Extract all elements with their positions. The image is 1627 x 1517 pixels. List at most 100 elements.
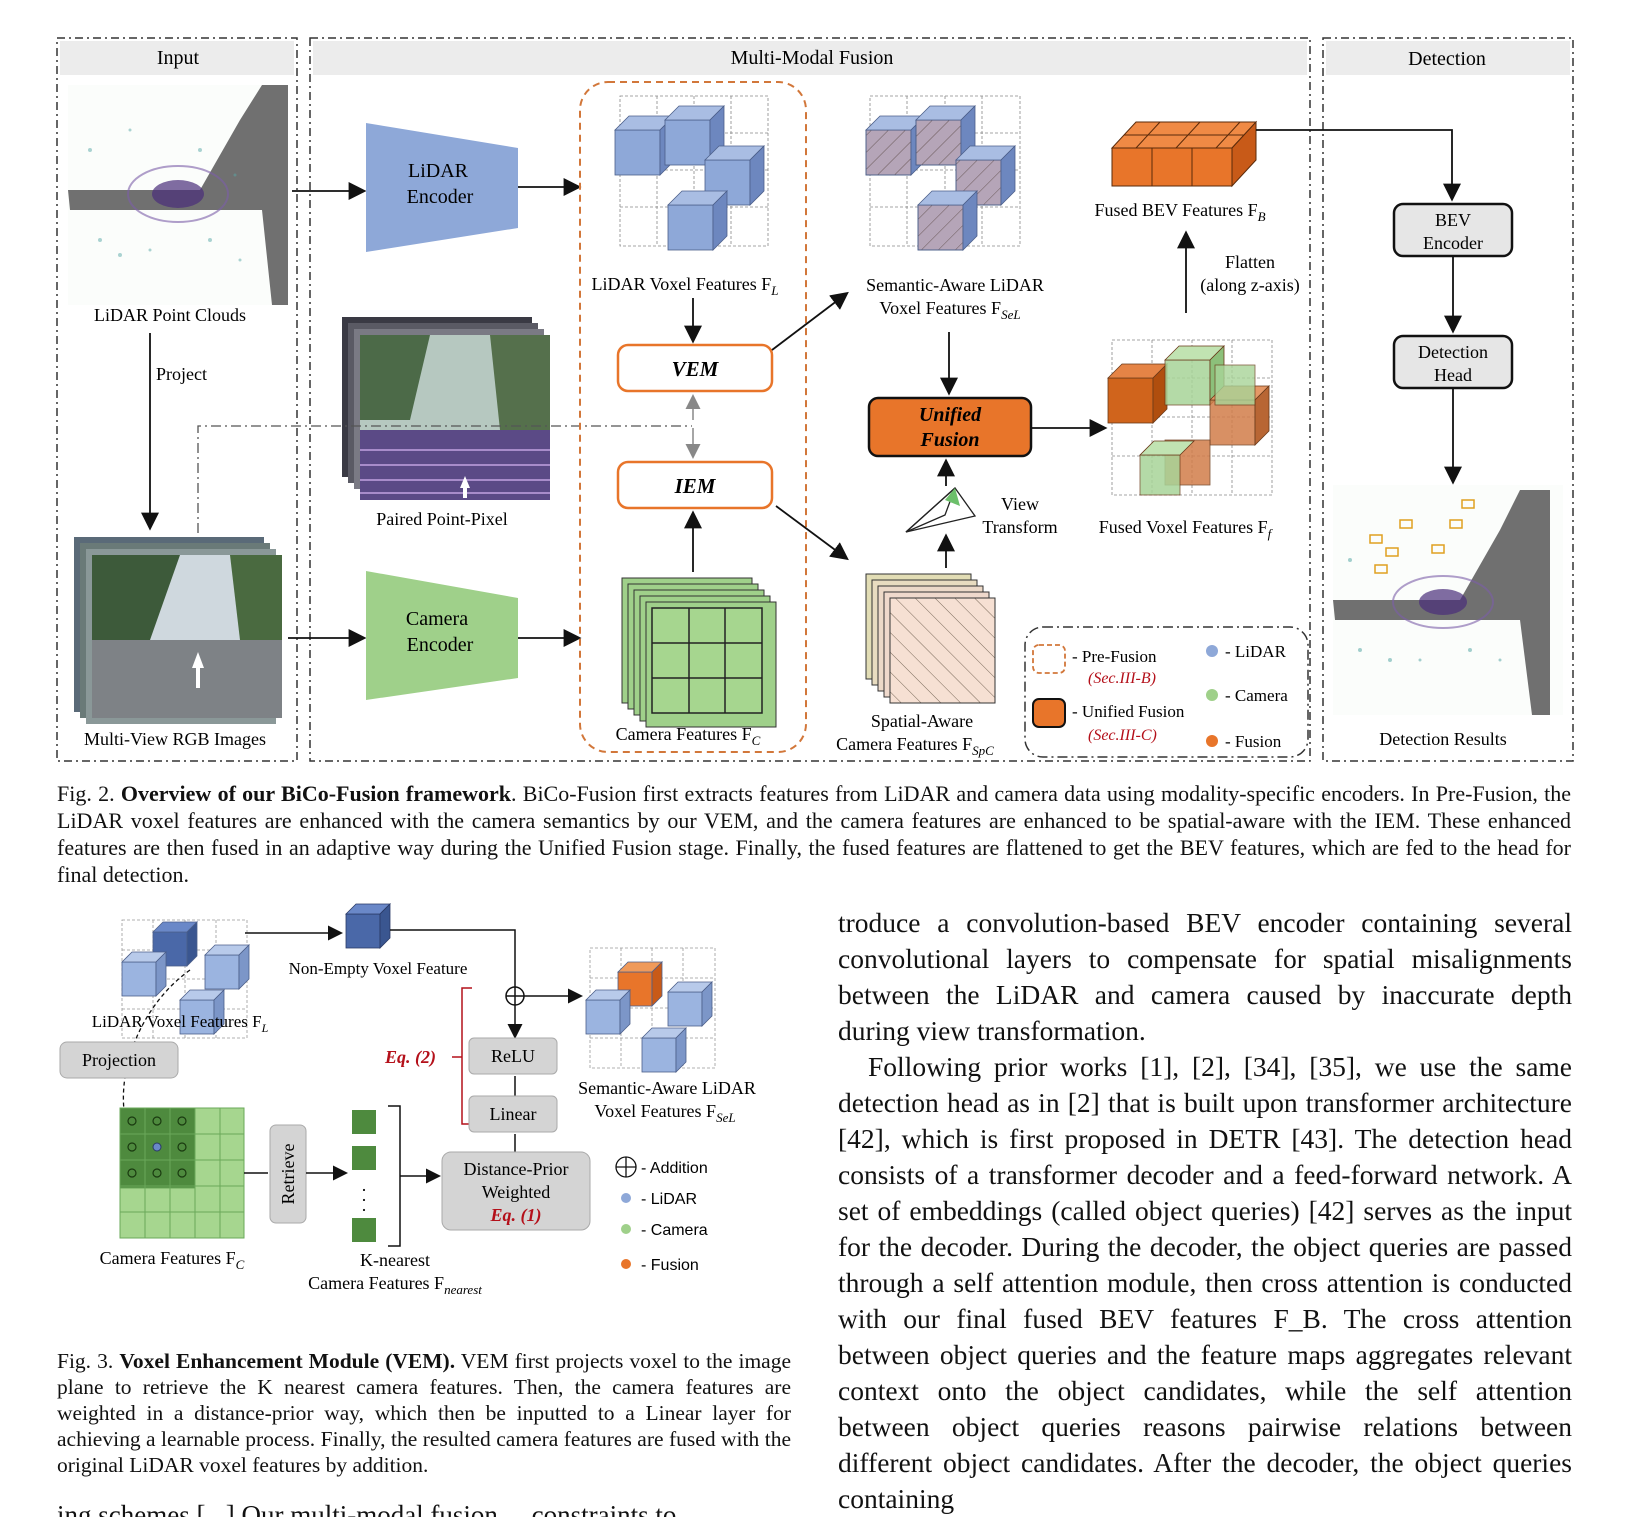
legend-unified-fusion-ref: (Sec.III-C)	[1088, 727, 1157, 744]
legend-camera: - Camera	[1225, 686, 1288, 705]
fig3-caption-title: Voxel Enhancement Module (VEM).	[119, 1349, 456, 1373]
figure-3: LiDAR Voxel Features FL Non-Empty Voxel …	[59, 903, 756, 1297]
non-empty-voxel-label: Non-Empty Voxel Feature	[289, 959, 468, 978]
eq2-label: Eq. (2)	[384, 1047, 436, 1068]
body-paragraph-1: troduce a convolution-based BEV encoder …	[838, 907, 1572, 1046]
vem-label: VEM	[672, 357, 720, 381]
fig3-lidar-voxel-label: LiDAR Voxel Features FL	[92, 1012, 269, 1035]
flatten-line1: Flatten	[1225, 252, 1275, 272]
fig2-caption-text: . BiCo-Fusion first extracts features fr…	[57, 781, 1571, 887]
detection-head-line2: Head	[1434, 365, 1472, 385]
fusion-section: Multi-Modal Fusion	[309, 37, 1311, 762]
vem-block: VEM	[616, 343, 774, 393]
fused-voxel-features	[1107, 339, 1273, 496]
knearest-label-2: Camera Features Fnearest	[308, 1273, 482, 1297]
projection-label: Projection	[82, 1050, 156, 1070]
camera-features-label: Camera Features FC	[616, 724, 761, 748]
fig2-caption: Fig. 2. Overview of our BiCo-Fusion fram…	[57, 780, 1571, 888]
detection-results-label: Detection Results	[1379, 729, 1506, 749]
iem-block: IEM	[616, 460, 774, 510]
left-column-truncated-line: ing schemes [...] Our multi-modal fusion…	[57, 1500, 677, 1517]
paired-point-pixel-label: Paired Point-Pixel	[376, 509, 508, 529]
unified-fusion-line1: Unified	[919, 404, 982, 426]
legend-unified-fusion: - Unified Fusion	[1072, 702, 1185, 721]
fig3-legend-addition: - Addition	[641, 1160, 708, 1177]
lidar-voxel-features	[614, 95, 769, 251]
bev-encoder-line2: Encoder	[1423, 233, 1483, 253]
retrieve-label: Retrieve	[278, 1144, 298, 1205]
relu-block: ReLU	[468, 1037, 558, 1075]
figure-2: Input Multi-Modal Fusion Detection LiDAR…	[56, 37, 1574, 762]
knearest-column: · · ·	[352, 1105, 401, 1247]
fig3-legend-fusion: - Fusion	[641, 1257, 699, 1274]
lidar-encoder-line2: Encoder	[407, 186, 474, 208]
multiview-rgb-label: Multi-View RGB Images	[84, 729, 266, 749]
distance-prior-line2: Weighted	[482, 1182, 551, 1202]
project-label: Project	[156, 364, 207, 384]
input-section-title: Input	[157, 47, 200, 69]
body-paragraph-2: Following prior works [1], [2], [34], [3…	[838, 1051, 1572, 1514]
fused-bev-features	[1110, 120, 1258, 188]
multiview-rgb-images: Multi-View RGB Images	[74, 537, 282, 749]
linear-block: Linear	[468, 1095, 558, 1133]
legend-fusion: - Fusion	[1225, 732, 1282, 751]
flatten-line2: (along z-axis)	[1200, 275, 1299, 296]
pre-fusion-box	[579, 81, 807, 753]
fig2-caption-title: Overview of our BiCo-Fusion framework	[120, 781, 511, 806]
lidar-encoder-line1: LiDAR	[408, 160, 469, 182]
projection-pill: Projection	[59, 1041, 179, 1079]
legend-pre-fusion: - Pre-Fusion	[1072, 647, 1157, 666]
lidar-point-cloud-image: LiDAR Point Clouds	[68, 85, 288, 325]
view-transform-line1: View	[1001, 494, 1039, 514]
eq1-label: Eq. (1)	[490, 1205, 542, 1226]
fig3-camera-label: Camera Features FC	[100, 1248, 245, 1272]
fig3-legend-camera: - Camera	[641, 1222, 708, 1239]
fused-voxel-label: Fused Voxel Features Ff	[1099, 517, 1274, 541]
spatial-aware-label-1: Spatial-Aware	[871, 711, 973, 731]
retrieve-pill: Retrieve	[269, 1124, 307, 1224]
fusion-section-title: Multi-Modal Fusion	[731, 47, 894, 69]
detection-section: Detection	[1322, 37, 1574, 762]
fig3-semantic-label-2: Voxel Features FSeL	[594, 1101, 735, 1125]
input-section: Input	[56, 37, 298, 762]
lidar-point-clouds-label: LiDAR Point Clouds	[94, 305, 246, 325]
bev-encoder-block: BEV Encoder	[1392, 202, 1514, 258]
fig3-lidar-voxel-grid	[121, 919, 250, 1039]
relu-label: ReLU	[491, 1046, 535, 1066]
unified-fusion-block: Unified Fusion	[867, 396, 1033, 458]
camera-encoder-line1: Camera	[406, 608, 468, 630]
legend-pre-fusion-ref: (Sec.III-B)	[1088, 670, 1156, 687]
knearest-label-1: K-nearest	[360, 1250, 430, 1270]
camera-encoder-line2: Encoder	[407, 634, 474, 656]
addition-node	[505, 986, 525, 1006]
semantic-aware-voxel	[865, 95, 1021, 251]
non-empty-voxel-cube	[345, 903, 391, 949]
view-transform-icon	[905, 487, 977, 533]
camera-features-stack	[621, 577, 777, 728]
detection-head-block: Detection Head	[1392, 334, 1514, 390]
fig3-semantic-label-1: Semantic-Aware LiDAR	[578, 1078, 756, 1098]
fig2-legend: - Pre-Fusion (Sec.III-B) - Unified Fusio…	[1024, 626, 1309, 758]
lidar-encoder: LiDAR Encoder	[366, 123, 518, 252]
fig3-caption-label: Fig. 3.	[57, 1349, 114, 1373]
iem-label: IEM	[674, 474, 717, 498]
fig3-legend: - Addition - LiDAR - Camera - Fusion	[615, 1156, 708, 1274]
fig3-camera-grid	[119, 1107, 245, 1239]
distance-prior-block: Distance-Prior Weighted Eq. (1)	[441, 1151, 591, 1231]
semantic-aware-label-2: Voxel Features FSeL	[879, 298, 1020, 322]
spatial-aware-camera-features	[865, 573, 996, 704]
svg-text:·: ·	[361, 1180, 367, 1200]
fig3-semantic-voxel	[585, 947, 716, 1073]
fig3-caption-text: VEM first projects voxel to the image pl…	[57, 1349, 791, 1477]
camera-encoder: Camera Encoder	[366, 571, 518, 700]
distance-prior-line1: Distance-Prior	[464, 1159, 569, 1179]
paired-point-pixel-image: Paired Point-Pixel	[342, 317, 550, 529]
svg-text:·: ·	[361, 1190, 367, 1210]
fused-bev-label: Fused BEV Features FB	[1094, 200, 1265, 224]
linear-label: Linear	[490, 1104, 537, 1124]
fig3-caption: Fig. 3. Voxel Enhancement Module (VEM). …	[57, 1348, 791, 1478]
unified-fusion-line2: Fusion	[920, 429, 980, 451]
legend-lidar: - LiDAR	[1225, 642, 1287, 661]
fig2-caption-label: Fig. 2.	[57, 781, 115, 806]
detection-section-title: Detection	[1408, 48, 1486, 70]
